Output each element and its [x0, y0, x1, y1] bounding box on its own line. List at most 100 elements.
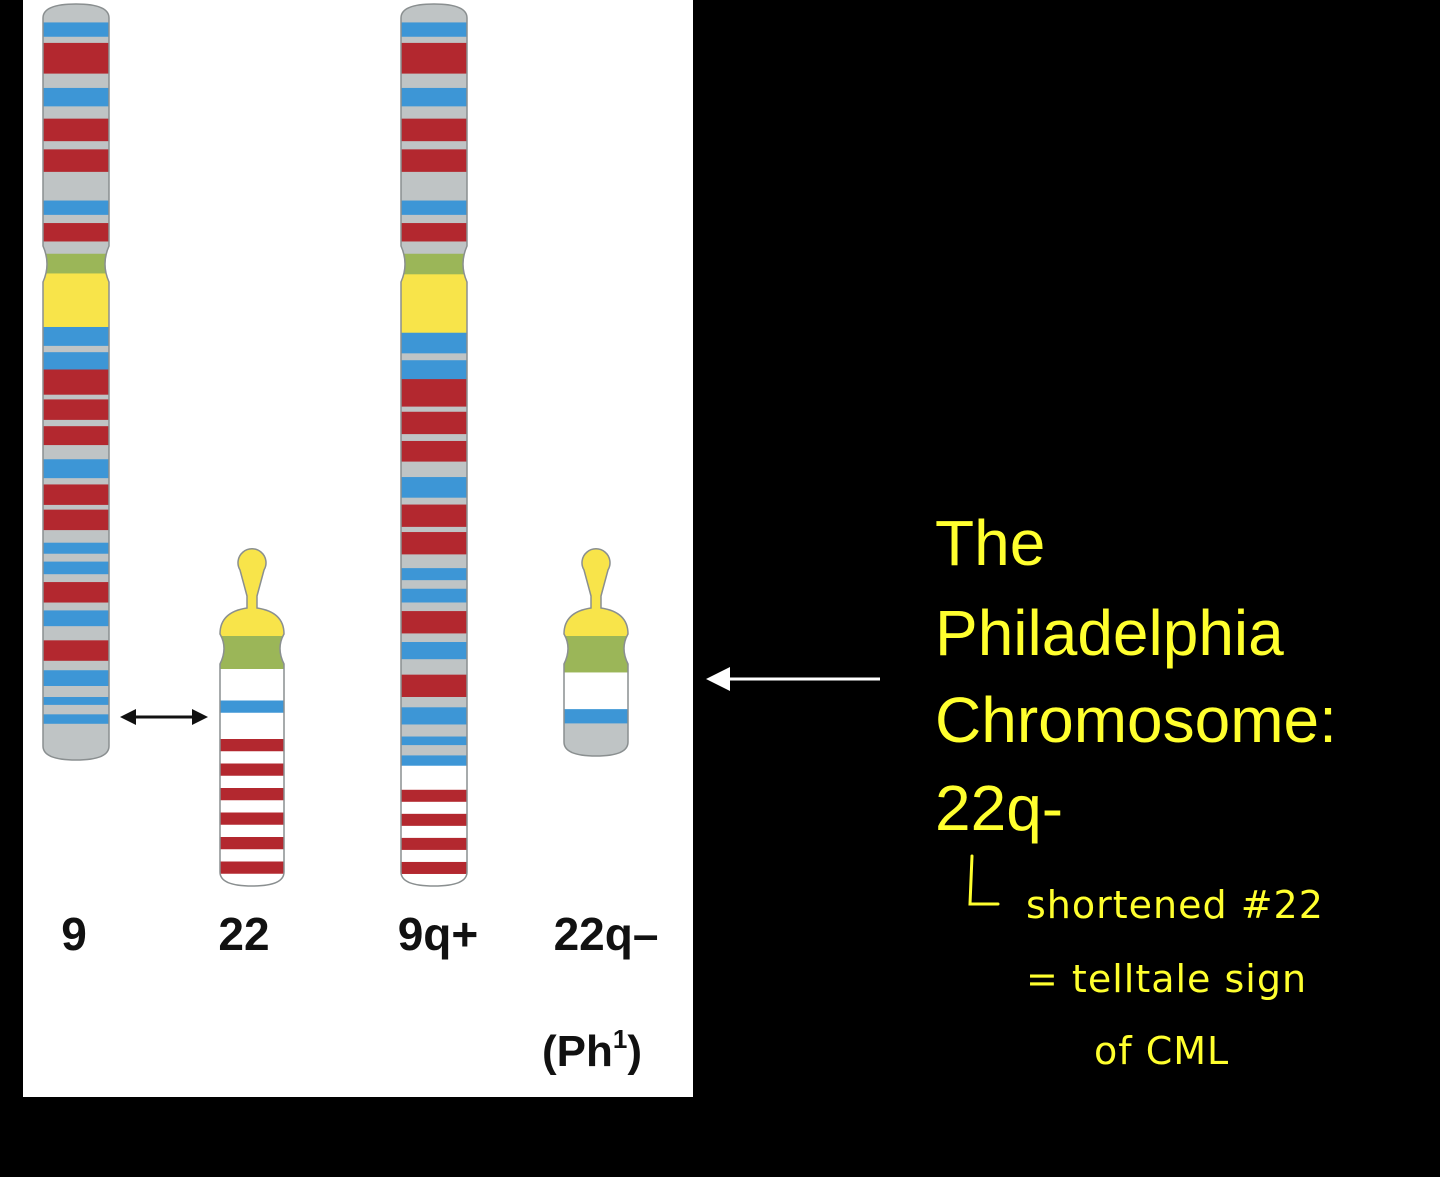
band-white	[401, 801, 467, 815]
band-green	[401, 253, 467, 265]
band-yellow	[401, 274, 467, 334]
band-red	[401, 42, 467, 75]
band-red	[401, 674, 467, 698]
band-blue	[43, 200, 109, 216]
band-red	[401, 861, 467, 875]
band-gray	[43, 214, 109, 224]
band-gray	[401, 602, 467, 612]
note-line-1: shortened #22	[1026, 883, 1324, 927]
band-white	[220, 849, 284, 862]
band-gray	[401, 745, 467, 756]
title-line-2: Philadelphia	[935, 597, 1284, 669]
band-gray	[401, 171, 467, 202]
band-gray	[43, 602, 109, 611]
band-red	[43, 582, 109, 604]
band-gray	[43, 345, 109, 353]
band-gray	[401, 141, 467, 150]
band-gray	[43, 36, 109, 44]
ph1-label-close: )	[627, 1027, 642, 1076]
band-red	[43, 484, 109, 506]
ph1-label: (Ph1)	[542, 1024, 642, 1076]
band-red	[43, 149, 109, 173]
band-gray	[43, 626, 109, 641]
band-red	[401, 379, 467, 408]
note-line-2: = telltale sign	[1026, 957, 1307, 1001]
band-white	[401, 873, 467, 886]
band-gray	[43, 4, 109, 23]
band-red	[220, 739, 284, 752]
band-red	[220, 861, 284, 875]
band-gray	[401, 106, 467, 120]
band-blue	[401, 755, 467, 767]
band-green	[564, 648, 628, 673]
band-red	[43, 369, 109, 396]
band-gray	[401, 241, 467, 255]
band-gray	[401, 461, 467, 478]
band-red	[43, 223, 109, 242]
band-gray	[401, 36, 467, 44]
band-gray	[43, 241, 109, 255]
left-arrow-icon	[706, 667, 880, 691]
band-blue	[401, 707, 467, 725]
band-gray	[401, 724, 467, 738]
title-line-1: The	[935, 507, 1045, 579]
chromosome-9	[42, 3, 110, 761]
band-white	[220, 873, 284, 886]
band-red	[220, 837, 284, 850]
band-blue	[43, 352, 109, 370]
band-blue	[43, 670, 109, 687]
band-blue	[401, 736, 467, 746]
band-green	[220, 648, 284, 670]
band-green	[564, 636, 628, 648]
band-blue	[43, 22, 109, 38]
band-red	[220, 812, 284, 826]
band-red	[401, 837, 467, 851]
ph1-label-open: (Ph	[542, 1027, 613, 1076]
band-gray	[43, 685, 109, 698]
band-blue	[43, 87, 109, 107]
band-gray	[401, 497, 467, 506]
band-gray	[43, 419, 109, 427]
band-gray	[43, 394, 109, 400]
band-red	[401, 411, 467, 435]
chromosome-9-outline	[42, 3, 110, 761]
band-gray	[43, 574, 109, 583]
title-line-3: Chromosome:	[935, 684, 1337, 756]
band-gray	[564, 723, 628, 756]
band-gray	[401, 696, 467, 708]
band-red	[220, 763, 284, 777]
band-red	[401, 118, 467, 142]
band-red	[220, 788, 284, 801]
band-green	[43, 253, 109, 265]
band-white	[401, 849, 467, 863]
band-blue	[43, 610, 109, 627]
band-red	[43, 640, 109, 662]
band-blue	[401, 477, 467, 499]
band-white	[401, 777, 467, 791]
band-blue	[401, 22, 467, 38]
band-gray	[43, 171, 109, 202]
band-blue	[43, 561, 109, 575]
band-white	[401, 765, 467, 779]
band-red	[401, 611, 467, 634]
band-gray	[401, 406, 467, 413]
chromosome-22-label: 22	[218, 908, 269, 960]
band-gray	[43, 141, 109, 150]
chromosome-9q-plus	[400, 3, 468, 887]
band-gray	[43, 704, 109, 715]
band-blue	[43, 542, 109, 555]
band-red	[43, 399, 109, 421]
band-gray	[401, 434, 467, 442]
double-headed-arrow-icon	[120, 709, 208, 725]
band-blue	[401, 360, 467, 380]
band-gray	[401, 580, 467, 590]
band-gray	[43, 553, 109, 563]
band-gray	[401, 659, 467, 676]
band-white	[220, 800, 284, 813]
chromosome-9q-plus-bands	[401, 4, 467, 886]
chromosome-9q-plus-label: 9q+	[398, 908, 479, 960]
note-line-3: of CML	[1094, 1029, 1229, 1073]
band-blue	[43, 714, 109, 725]
band-white	[564, 672, 628, 710]
